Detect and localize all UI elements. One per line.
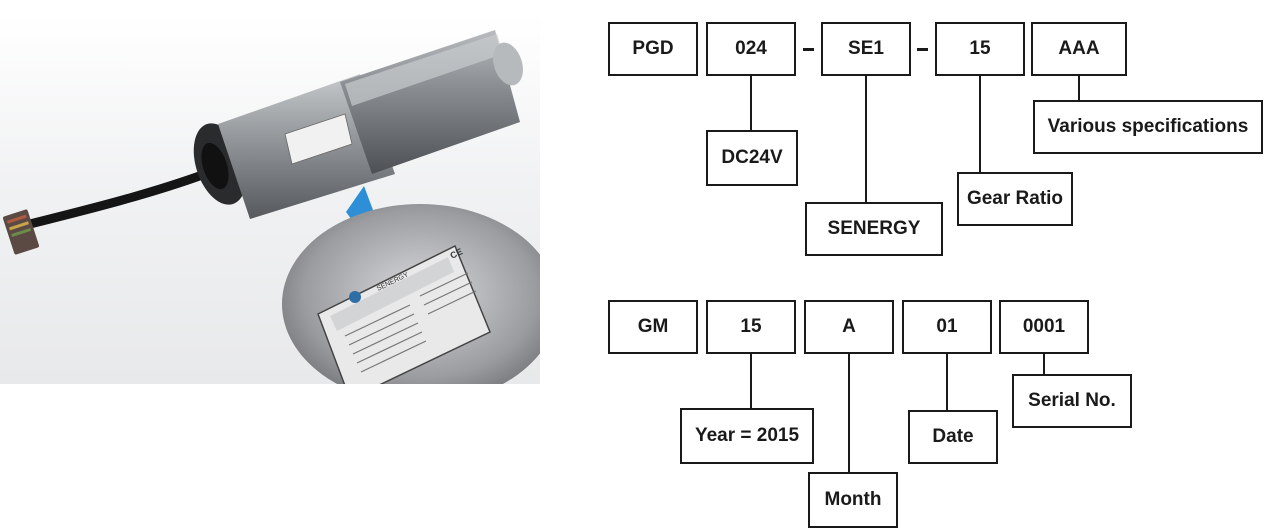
model-segment-series: PGD: [608, 22, 698, 76]
desc-date: Date: [908, 410, 998, 464]
model-segment-specs: AAA: [1031, 22, 1127, 76]
desc-serial: Serial No.: [1012, 374, 1132, 428]
serial-segment-year: 15: [706, 300, 796, 354]
connector-line: [1043, 354, 1045, 374]
desc-gear-ratio: Gear Ratio: [957, 172, 1073, 226]
serial-segment-month: A: [804, 300, 894, 354]
separator-dash: [917, 48, 928, 51]
connector-line: [750, 76, 752, 130]
desc-brand: SENERGY: [805, 202, 943, 256]
serial-segment-prefix: GM: [608, 300, 698, 354]
gear-motor-photo: SENERGY CE: [0, 14, 540, 384]
desc-specs: Various specifications: [1033, 100, 1263, 154]
connector-line: [848, 354, 850, 472]
serial-segment-number: 0001: [999, 300, 1089, 354]
desc-year: Year = 2015: [680, 408, 814, 464]
connector-line: [865, 76, 867, 202]
model-segment-gear-ratio: 15: [935, 22, 1025, 76]
connector-line: [750, 354, 752, 408]
connector-line: [979, 76, 981, 172]
separator-dash: [803, 48, 814, 51]
desc-month: Month: [808, 472, 898, 528]
ce-mark: CE: [448, 246, 464, 260]
connector-line: [946, 354, 948, 410]
model-segment-brand: SE1: [821, 22, 911, 76]
model-segment-voltage: 024: [706, 22, 796, 76]
serial-segment-date: 01: [902, 300, 992, 354]
desc-voltage: DC24V: [706, 130, 798, 186]
connector-line: [1078, 76, 1080, 100]
